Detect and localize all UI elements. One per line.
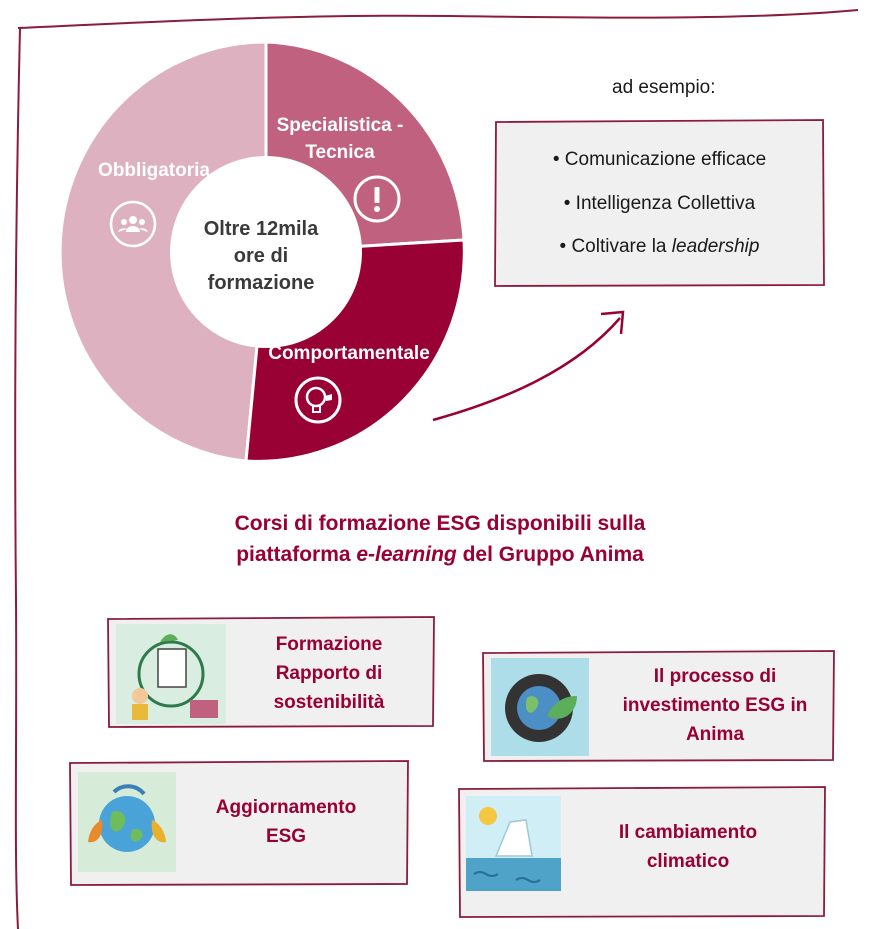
example-item-2: • Intelligenza Collettiva: [563, 193, 756, 214]
examples-box: • Comunicazione efficace • Intelligenza …: [493, 118, 826, 288]
training-hours-donut: Obbligatoria Specialistica - Tecnica Com…: [60, 42, 472, 462]
example-item-1: • Comunicazione efficace: [552, 149, 767, 170]
lightbulb-icon: [294, 376, 342, 424]
earth-leaves-icon: [78, 772, 176, 872]
example-item-3: • Coltivare la leadership: [559, 236, 760, 257]
melting-iceberg-icon: [466, 796, 561, 891]
gear-globe-icon: [491, 658, 589, 756]
label-specialistica-1: Specialistica -: [276, 115, 404, 136]
examples-title: ad esempio:: [612, 77, 716, 98]
exclamation-icon: [353, 175, 401, 223]
label-comportamentale: Comportamentale: [268, 343, 430, 364]
label-specialistica-2: Tecnica: [305, 142, 375, 163]
arrow-to-examples: [432, 310, 625, 422]
donut-center-label: Oltre 12mila ore di formazione: [203, 218, 319, 294]
section-heading: Corsi di formazione ESG disponibili sull…: [234, 512, 646, 566]
label-obbligatoria: Obbligatoria: [98, 160, 210, 181]
segment-obbligatoria: [60, 42, 268, 462]
people-icon: [109, 200, 157, 248]
report-illustration-icon: [116, 624, 226, 724]
